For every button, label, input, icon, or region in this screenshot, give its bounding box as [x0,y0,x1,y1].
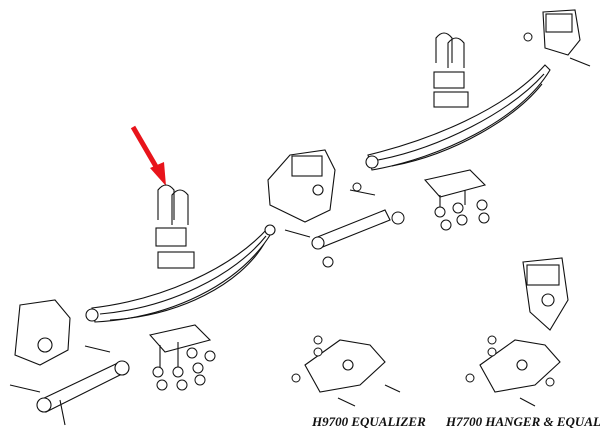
front-u-bolts [155,184,195,269]
front-nuts [152,347,216,391]
rear-leaf-spring [365,64,551,171]
red-pointer-arrow [130,125,166,186]
h7700-hanger-equalizer-drawing [465,257,569,407]
front-leaf-spring [85,224,276,323]
front-hanger [9,299,111,393]
rear-hanger [523,9,591,67]
rear-u-bolts [433,32,469,108]
rear-spring-seat [423,169,487,210]
center-torque-arm [284,209,405,268]
center-hanger [267,149,376,223]
front-torque-arm [36,360,130,426]
h9700-equalizer-label: H9700 EQUALIZER [312,414,426,429]
h7700-hanger-equalizer-label: H7700 HANGER & EQUALIZER [446,414,600,429]
rear-nuts [434,199,490,231]
h9700-equalizer-drawing [291,335,401,407]
